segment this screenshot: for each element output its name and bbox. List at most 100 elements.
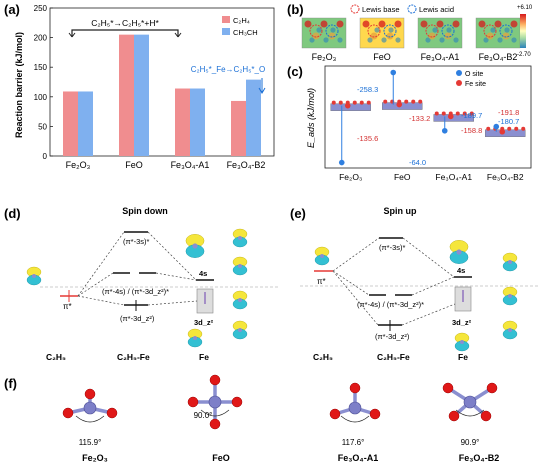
- lewis-acid-ring: [383, 24, 397, 38]
- bar: [78, 91, 93, 156]
- esp-blob: [453, 37, 459, 43]
- adsorption-points: [338, 69, 506, 166]
- oxygen-atom: [369, 408, 381, 420]
- adsorption-point: [338, 159, 345, 166]
- orbital-center: [320, 254, 324, 258]
- esp-blob: [374, 27, 380, 33]
- slab-atom: [507, 126, 512, 131]
- d-level-mid-label: (π*-4s) / (π*-3d_z²)*: [102, 287, 169, 296]
- esp-map-label: Fe₃O₄-A1: [421, 52, 460, 62]
- x-category-label: FeO: [394, 172, 411, 182]
- oxygen-atom: [209, 418, 221, 430]
- adsorption-point: [344, 102, 351, 109]
- d-correlation-lines: [77, 231, 198, 306]
- lewis-base-ring: [309, 24, 323, 38]
- esp-blob: [378, 20, 386, 28]
- legend-swatch-c2h4: [222, 16, 230, 23]
- esp-blob: [420, 20, 428, 28]
- e-level-low-label: (π*-3d_z²): [375, 332, 410, 341]
- val-feo-fe: -133.2: [409, 114, 430, 123]
- slab-atom: [383, 99, 388, 104]
- d-bottom-c2h5fe: C₂H₅-Fe: [117, 352, 150, 362]
- legend-c2h4: C₂H₄: [233, 16, 250, 25]
- f-angle-0: 115.9°: [79, 438, 102, 447]
- esp-blob: [336, 20, 344, 28]
- reaction-top-label: C₂H₅*→C₂H₅*+H*: [91, 18, 159, 28]
- x-category-label: Fe₃O₄-A1: [171, 160, 210, 170]
- e-fe-3d-label: 3d_z²: [452, 318, 472, 327]
- esp-blob: [504, 27, 510, 33]
- f-name-2: Fe₃O₄-A1: [338, 453, 378, 463]
- orbital-center: [456, 249, 462, 255]
- color-scale-bar: [520, 14, 526, 48]
- slab-atom: [434, 111, 439, 116]
- slab-atom: [486, 126, 491, 131]
- esp-blob: [328, 32, 336, 40]
- esp-blob: [436, 20, 444, 28]
- bar: [190, 88, 205, 156]
- esp-blob: [312, 32, 320, 40]
- ytick-label: 250: [34, 4, 48, 13]
- surface-slab: [330, 103, 371, 111]
- legend-ch3ch: CH₃CH: [233, 28, 258, 37]
- e-bottom-c2h5: C₂H₅: [313, 352, 333, 362]
- orbital-center: [193, 336, 197, 340]
- bracket-arrows: [68, 32, 182, 38]
- e-fe-4s-label: 4s: [457, 266, 465, 275]
- x-category-label: Fe₂O₃: [66, 160, 91, 170]
- val-b2-o: -180.7: [498, 117, 519, 126]
- slab-atom: [462, 111, 467, 116]
- angle-arc: [75, 415, 105, 423]
- adsorption-point: [499, 128, 506, 135]
- oxygen-atom: [84, 388, 96, 400]
- legend-o-site-dot: [456, 70, 462, 76]
- adsorption-point: [441, 127, 448, 134]
- f-name-0: Fe₂O₃: [82, 453, 108, 463]
- bar: [134, 34, 149, 156]
- slab-atom: [441, 111, 446, 116]
- panel-e-diagram: π* (π*-3s)* (π*-4s) / (π*-3d_z²)* (π*-3d…: [300, 237, 540, 362]
- esp-blob: [388, 27, 394, 33]
- esp-blob: [309, 37, 315, 43]
- d-level-low-label: (π*-3d_z²): [120, 314, 155, 323]
- esp-blob: [381, 37, 387, 43]
- bar: [63, 91, 78, 156]
- panel-d-label: (d): [4, 206, 21, 221]
- angle-arc: [340, 415, 370, 423]
- orbital-center: [460, 340, 464, 344]
- orbital-center: [508, 294, 512, 298]
- esp-map-label: Fe₂O₃: [312, 52, 337, 62]
- oxygen-atom: [231, 396, 243, 408]
- slab-atom: [331, 100, 336, 105]
- e-correlation-lines: [332, 237, 456, 326]
- ytick-label: 100: [34, 93, 48, 102]
- oxygen-atom: [329, 408, 341, 420]
- oxygen-atom: [442, 382, 454, 394]
- reaction-side-label: C₂H₅*_Fe→C₂H₅*_O: [191, 65, 265, 74]
- oxygen-atom: [480, 410, 492, 422]
- d-bottom-fe: Fe: [199, 352, 209, 362]
- side-arrow-head: [258, 87, 266, 94]
- panel-a-chart: Reaction barrier (kJ/mol) 05010015020025…: [14, 4, 275, 170]
- slab-atom: [521, 126, 526, 131]
- adsorption-point: [447, 113, 454, 120]
- orbital-center: [192, 243, 198, 249]
- e-bottom-c2h5fe: C₂H₅-Fe: [377, 352, 410, 362]
- lewis-base-label: Lewis base: [362, 5, 400, 14]
- slab-atom: [469, 111, 474, 116]
- f-angle-2: 117.6°: [342, 438, 365, 447]
- f-angle-1: 90.0°: [194, 411, 213, 420]
- esp-blob: [486, 32, 494, 40]
- panel-c-frame: [324, 65, 532, 169]
- slab-atom: [514, 126, 519, 131]
- oxygen-atom: [106, 407, 118, 419]
- x-category-label: Fe₃O₄-B2: [227, 160, 266, 170]
- f-name-1: FeO: [212, 453, 230, 463]
- lewis-acid-ring: [325, 24, 339, 38]
- adsorption-slabs: [330, 99, 526, 137]
- panel-a-ylabel: Reaction barrier (kJ/mol): [14, 32, 24, 138]
- ytick-label: 200: [34, 34, 48, 43]
- val-b2-fe: -191.8: [498, 108, 519, 117]
